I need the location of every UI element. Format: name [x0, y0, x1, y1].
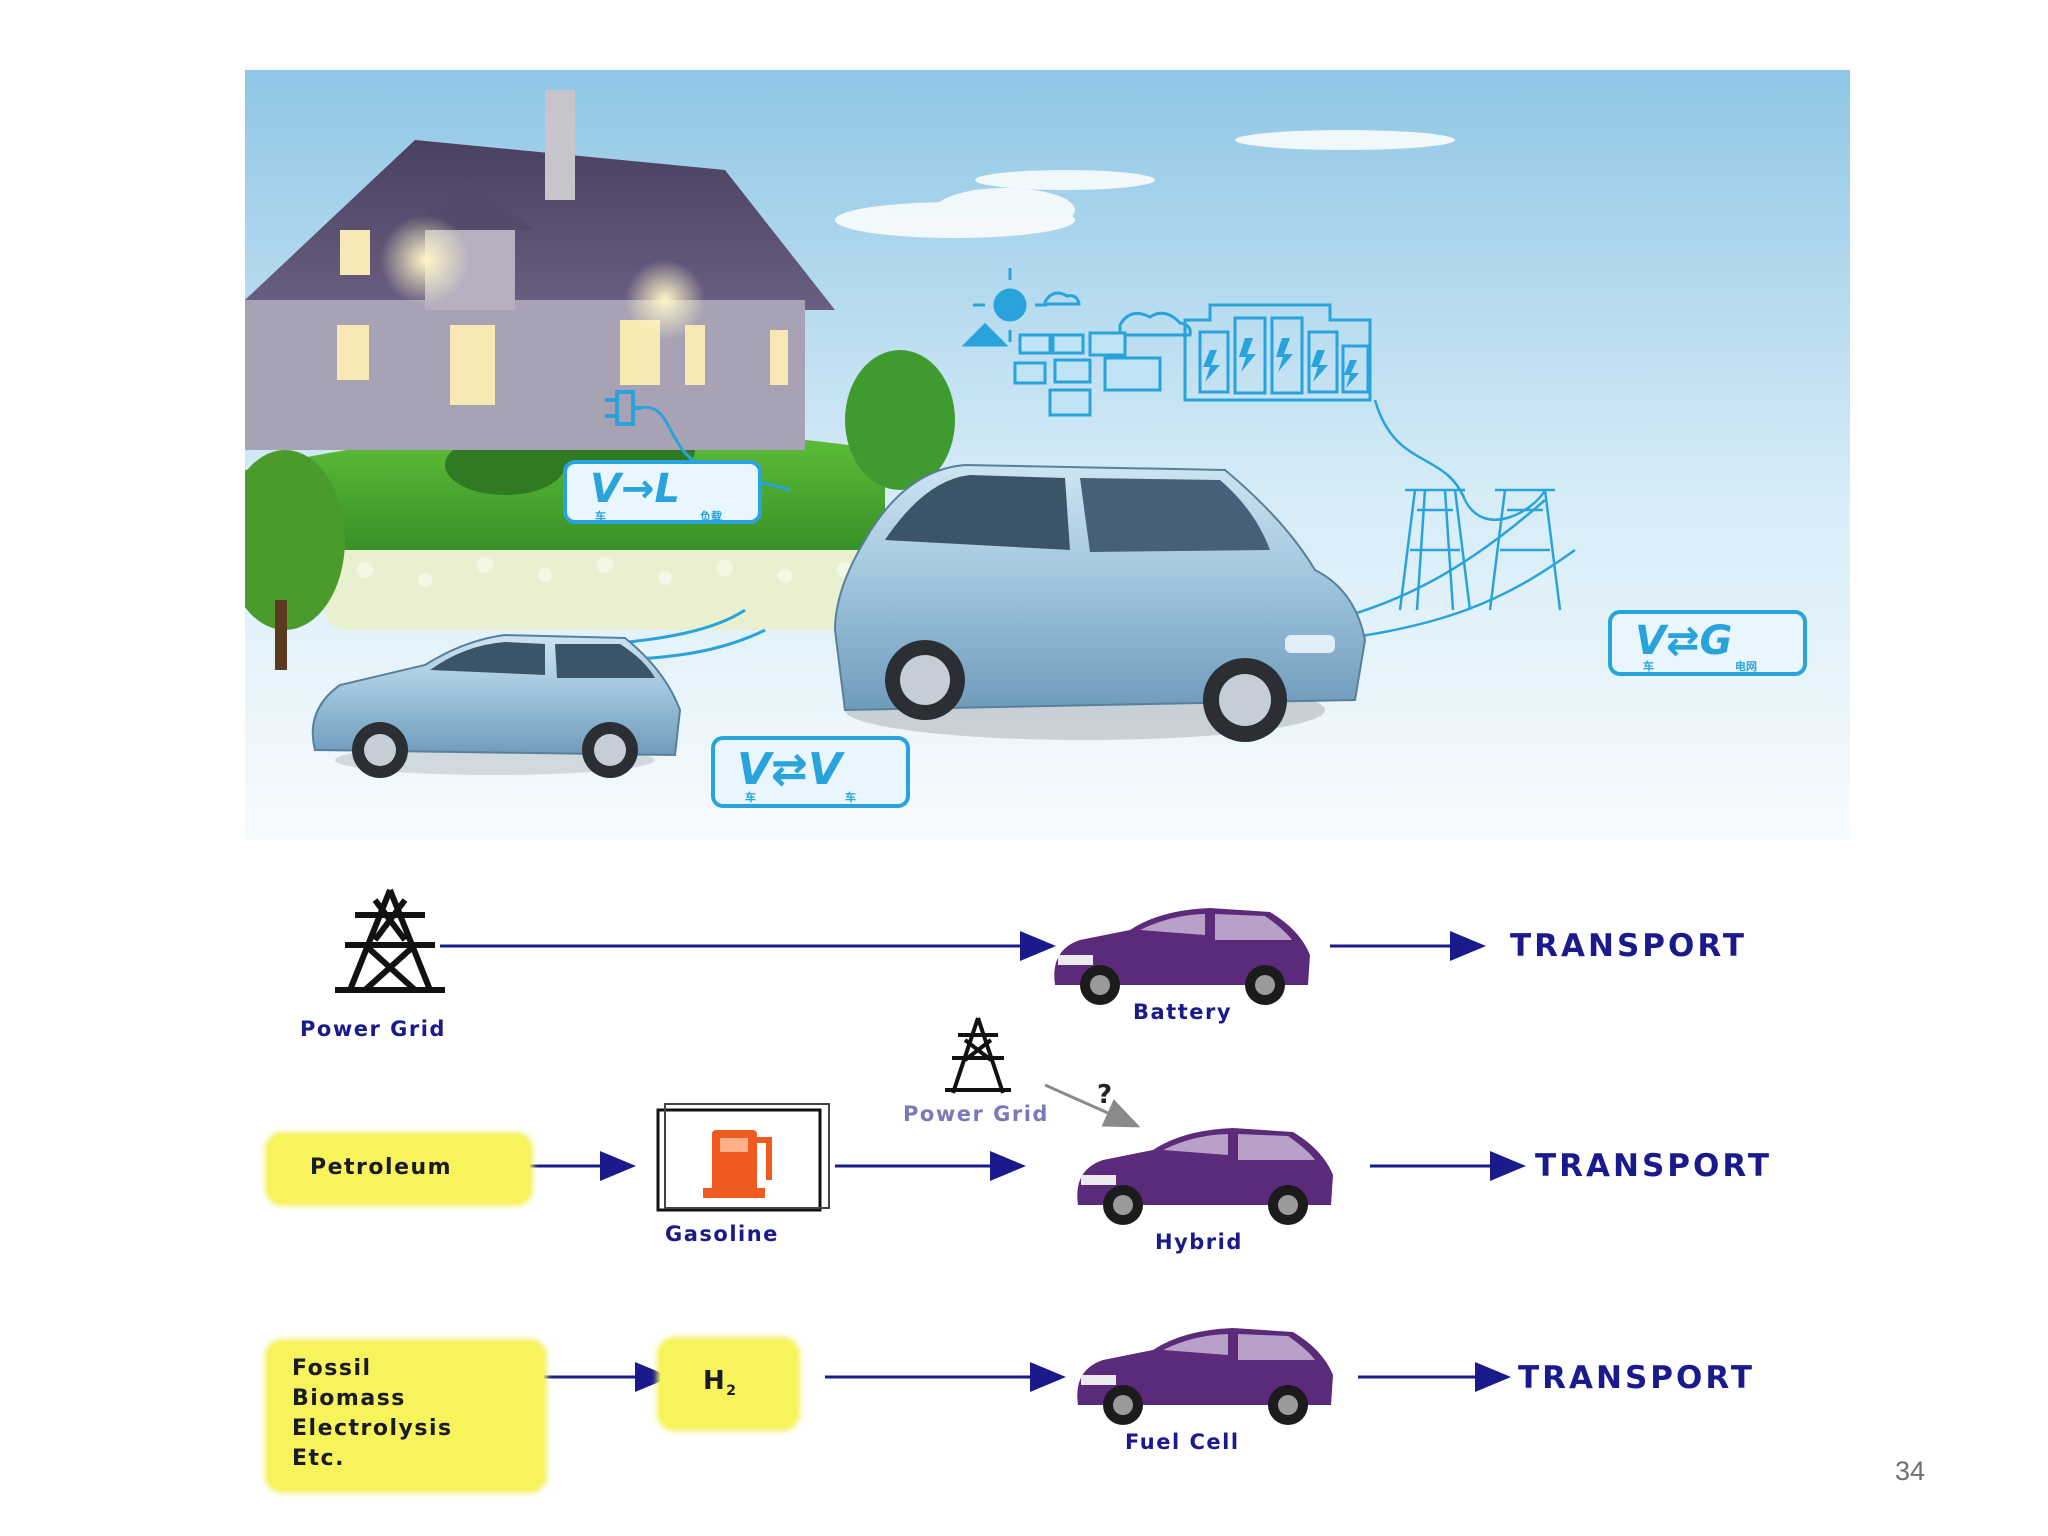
petroleum-box: Petroleum: [268, 1135, 530, 1203]
plug-icon: [605, 390, 641, 426]
gasoline-label: Gasoline: [665, 1222, 779, 1246]
power-grid-label: Power Grid: [300, 1017, 446, 1041]
svg-text:V→L: V→L: [590, 466, 680, 512]
gas-pump-icon: [656, 1103, 830, 1212]
svg-text:车: 车: [1643, 659, 1654, 673]
svg-text:V⇄V: V⇄V: [737, 744, 845, 795]
fuel-cell-car-icon: [1077, 1328, 1333, 1425]
house-illustration: [245, 90, 835, 450]
question-mark: ?: [1097, 1080, 1114, 1110]
cloud-icon: [835, 130, 1455, 238]
svg-text:车: 车: [745, 790, 756, 804]
power-grid-tower-icon: [335, 888, 445, 993]
battery-car-icon: [1054, 908, 1310, 1005]
battery-label: Battery: [1133, 1000, 1233, 1024]
svg-text:车: 车: [595, 509, 606, 523]
transport-label-1: TRANSPORT: [1510, 928, 1747, 964]
sun-icon: [993, 288, 1027, 322]
transport-label-2: TRANSPORT: [1535, 1148, 1772, 1184]
arrow-grid-to-hybrid: [1044, 1083, 1141, 1128]
badge-v2g: V⇄G 车 电网: [1608, 610, 1807, 676]
h2-box: H2: [660, 1340, 797, 1428]
transport-label-3: TRANSPORT: [1518, 1360, 1755, 1396]
hybrid-car-icon: [1077, 1128, 1333, 1225]
fuel-cell-label: Fuel Cell: [1125, 1430, 1240, 1454]
fossil-sources-box: Fossil Biomass Electrolysis Etc.: [268, 1342, 544, 1490]
v2x-illustration: V→L 车 负载 V⇄V 车 车 V⇄G 车 电网: [245, 70, 1850, 840]
power-grid-label-small: Power Grid: [903, 1102, 1049, 1126]
svg-text:电网: 电网: [1735, 659, 1757, 673]
hybrid-label: Hybrid: [1155, 1230, 1243, 1254]
page-number: 34: [1895, 1456, 1926, 1486]
svg-text:V⇄G: V⇄G: [1635, 618, 1732, 664]
power-grid-tower-small-icon: [945, 1017, 1011, 1094]
electric-car-small: [311, 633, 682, 778]
electric-car-large: [833, 463, 1367, 742]
solar-battery-icons: [961, 268, 1372, 417]
svg-text:车: 车: [845, 790, 856, 804]
svg-text:负载: 负载: [700, 509, 722, 523]
badge-v2l: V→L 车 负载: [563, 460, 762, 524]
badge-v2v: V⇄V 车 车: [711, 736, 910, 808]
